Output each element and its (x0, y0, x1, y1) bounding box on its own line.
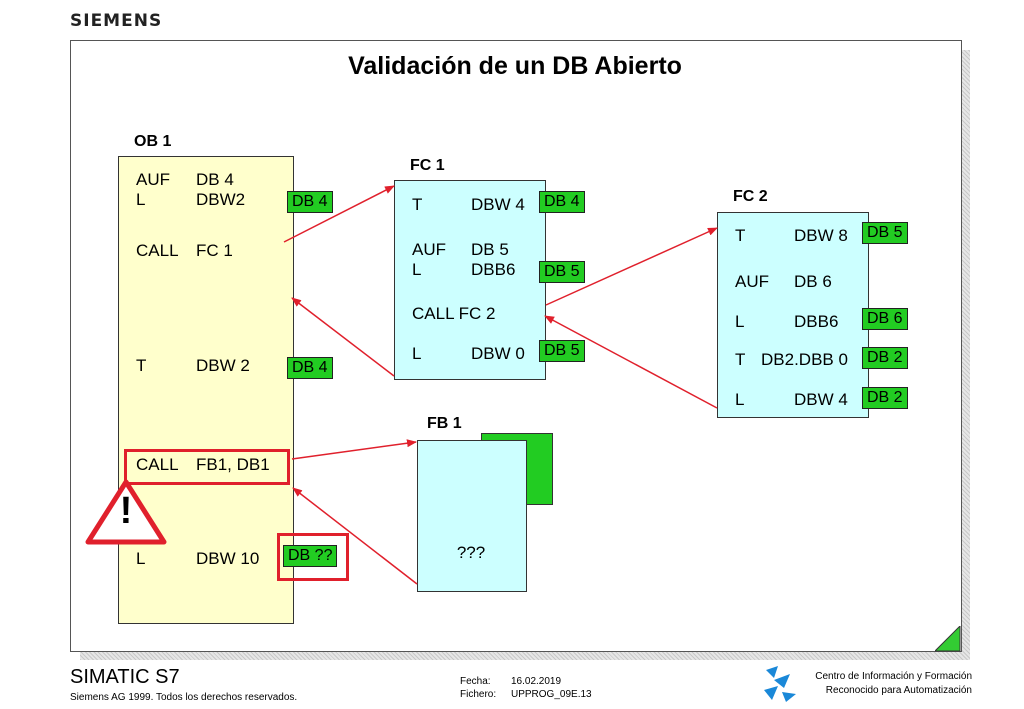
fc1-arg-5: DBW 0 (471, 344, 525, 363)
arrow-call-fc1 (283, 185, 395, 243)
copyright-text: Siemens AG 1999. Todos los derechos rese… (70, 692, 298, 703)
db-tag: DB 5 (862, 222, 908, 244)
fichero-value: UPPROG_09E.13 (511, 689, 592, 700)
db-tag: DB 4 (539, 191, 585, 213)
arrow-call-fc2 (545, 227, 718, 306)
fc1-arg-2: DB 5 (471, 240, 509, 259)
fichero-label: Fichero: (460, 689, 497, 700)
fc2-op-2: AUF (735, 272, 769, 291)
fc1-op-4: CALL FC 2 (412, 304, 496, 323)
warning-exclamation: ! (119, 490, 133, 532)
fc2-arg-1: DBW 8 (794, 226, 848, 245)
db-tag-unknown: DB ?? (283, 545, 338, 567)
fc2-op-3: L (735, 312, 745, 331)
fc2-arg-2: DB 6 (794, 272, 832, 291)
ob1-op-3: CALL (136, 241, 179, 260)
call-fb1-highlight (124, 449, 290, 485)
ob1-op-6: L (136, 549, 146, 568)
product-name: SIMATIC S7 (70, 666, 180, 688)
db-tag: DB 4 (287, 191, 333, 213)
fc2-op-4: T (735, 350, 746, 369)
db-tag: DB 2 (862, 387, 908, 409)
ob1-arg-3: FC 1 (196, 241, 233, 260)
center-line-2: Reconocido para Automatización (825, 685, 972, 696)
fecha-value: 16.02.2019 (511, 676, 562, 687)
ob1-arg-4: DBW 2 (196, 356, 250, 375)
fc2-op-5: L (735, 390, 745, 409)
ob1-arg-1: DB 4 (196, 170, 234, 189)
fb1-label: FB 1 (427, 415, 462, 432)
fc1-block (394, 180, 546, 380)
ob1-block (118, 156, 294, 624)
db-tag: DB 5 (539, 340, 585, 362)
siemens-logo: SIEMENS (70, 11, 163, 31)
arrow-return-fc2 (544, 315, 718, 409)
arrow-return-fb1 (292, 487, 418, 585)
fc1-op-1: T (412, 195, 423, 214)
db-tag: DB 4 (287, 357, 333, 379)
ob1-op-2: L (136, 190, 146, 209)
fc1-op-2: AUF (412, 240, 446, 259)
fb1-content: ??? (456, 543, 486, 562)
fc1-arg-1: DBW 4 (471, 195, 525, 214)
slide-title: Validación de un DB Abierto (348, 52, 682, 80)
ob1-op-1: AUF (136, 170, 170, 189)
fc1-label: FC 1 (410, 157, 445, 174)
fc1-op-5: L (412, 344, 422, 363)
ob1-label: OB 1 (134, 133, 172, 150)
ob1-arg-5: FB1, DB1 (196, 455, 270, 474)
fc2-block (717, 212, 869, 418)
fc1-arg-3: DBB6 (471, 260, 516, 279)
fc2-op-1: T (735, 226, 746, 245)
ob1-arg-2: DBW2 (196, 190, 246, 209)
fb1-block (417, 440, 527, 592)
arrow-call-fb1 (291, 439, 417, 460)
page-curl-icon (935, 626, 961, 652)
fc2-arg-4: DB2.DBB 0 (761, 350, 848, 369)
training-center-logo-icon (764, 666, 796, 702)
ob1-op-5: CALL (136, 455, 179, 474)
ob1-arg-6: DBW 10 (196, 549, 260, 568)
db-unknown-highlight (277, 533, 349, 581)
db-tag: DB 5 (539, 261, 585, 283)
db-tag: DB 6 (862, 308, 908, 330)
fecha-label: Fecha: (460, 676, 491, 687)
warning-icon (85, 479, 167, 545)
fc2-label: FC 2 (733, 188, 768, 205)
db-tag: DB 2 (862, 347, 908, 369)
arrow-return-fc1 (291, 297, 395, 377)
ob1-op-4: T (136, 356, 147, 375)
center-line-1: Centro de Información y Formación (815, 671, 972, 682)
fc2-arg-3: DBB6 (794, 312, 839, 331)
fc2-arg-5: DBW 4 (794, 390, 848, 409)
fc1-op-3: L (412, 260, 422, 279)
